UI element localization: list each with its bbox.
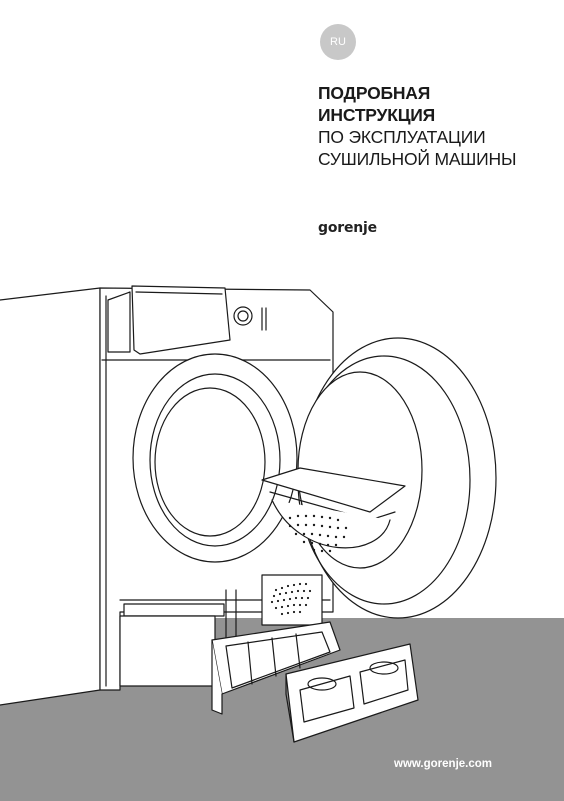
title-line-3: ПО ЭКСПЛУАТАЦИИ: [318, 127, 486, 147]
brand-logo: gorenje: [318, 220, 377, 236]
website-link[interactable]: www.gorenje.com: [394, 758, 492, 770]
language-badge: RU: [320, 24, 356, 60]
title-line-4: СУШИЛЬНОЙ МАШИНЫ: [318, 149, 517, 169]
title-line-2: ИНСТРУКЦИЯ: [318, 105, 436, 125]
document-title: ПОДРОБНАЯ ИНСТРУКЦИЯ ПО ЭКСПЛУАТАЦИИ СУШ…: [318, 82, 516, 170]
title-line-1: ПОДРОБНАЯ: [318, 83, 431, 103]
